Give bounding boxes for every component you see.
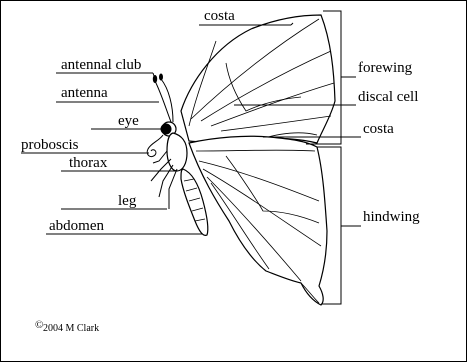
label-antennal-club: antennal club bbox=[61, 57, 141, 73]
label-abdomen: abdomen bbox=[49, 218, 104, 234]
label-discal-cell: discal cell bbox=[358, 89, 418, 105]
eye-dot bbox=[161, 124, 172, 135]
thorax-shape bbox=[167, 133, 187, 171]
hindwing-shape bbox=[189, 136, 327, 305]
antennal-club-shape bbox=[159, 74, 163, 81]
abdomen-shape bbox=[181, 169, 208, 235]
proboscis-shape bbox=[147, 135, 163, 157]
leg-shape bbox=[159, 165, 173, 197]
forewing-shape bbox=[181, 15, 335, 143]
label-proboscis: proboscis bbox=[21, 137, 79, 153]
copyright-text: 2004 M Clark bbox=[43, 323, 99, 334]
label-costa-mid: costa bbox=[363, 121, 394, 137]
label-leg: leg bbox=[118, 193, 137, 209]
label-forewing: forewing bbox=[358, 60, 413, 76]
butterfly-illustration bbox=[147, 15, 335, 305]
leg-shape bbox=[153, 151, 167, 163]
label-eye: eye bbox=[118, 113, 139, 129]
label-antenna: antenna bbox=[61, 85, 108, 101]
label-costa-top: costa bbox=[204, 8, 235, 24]
label-thorax: thorax bbox=[69, 155, 108, 171]
label-hindwing: hindwing bbox=[363, 209, 420, 225]
leg-shape bbox=[169, 169, 177, 209]
